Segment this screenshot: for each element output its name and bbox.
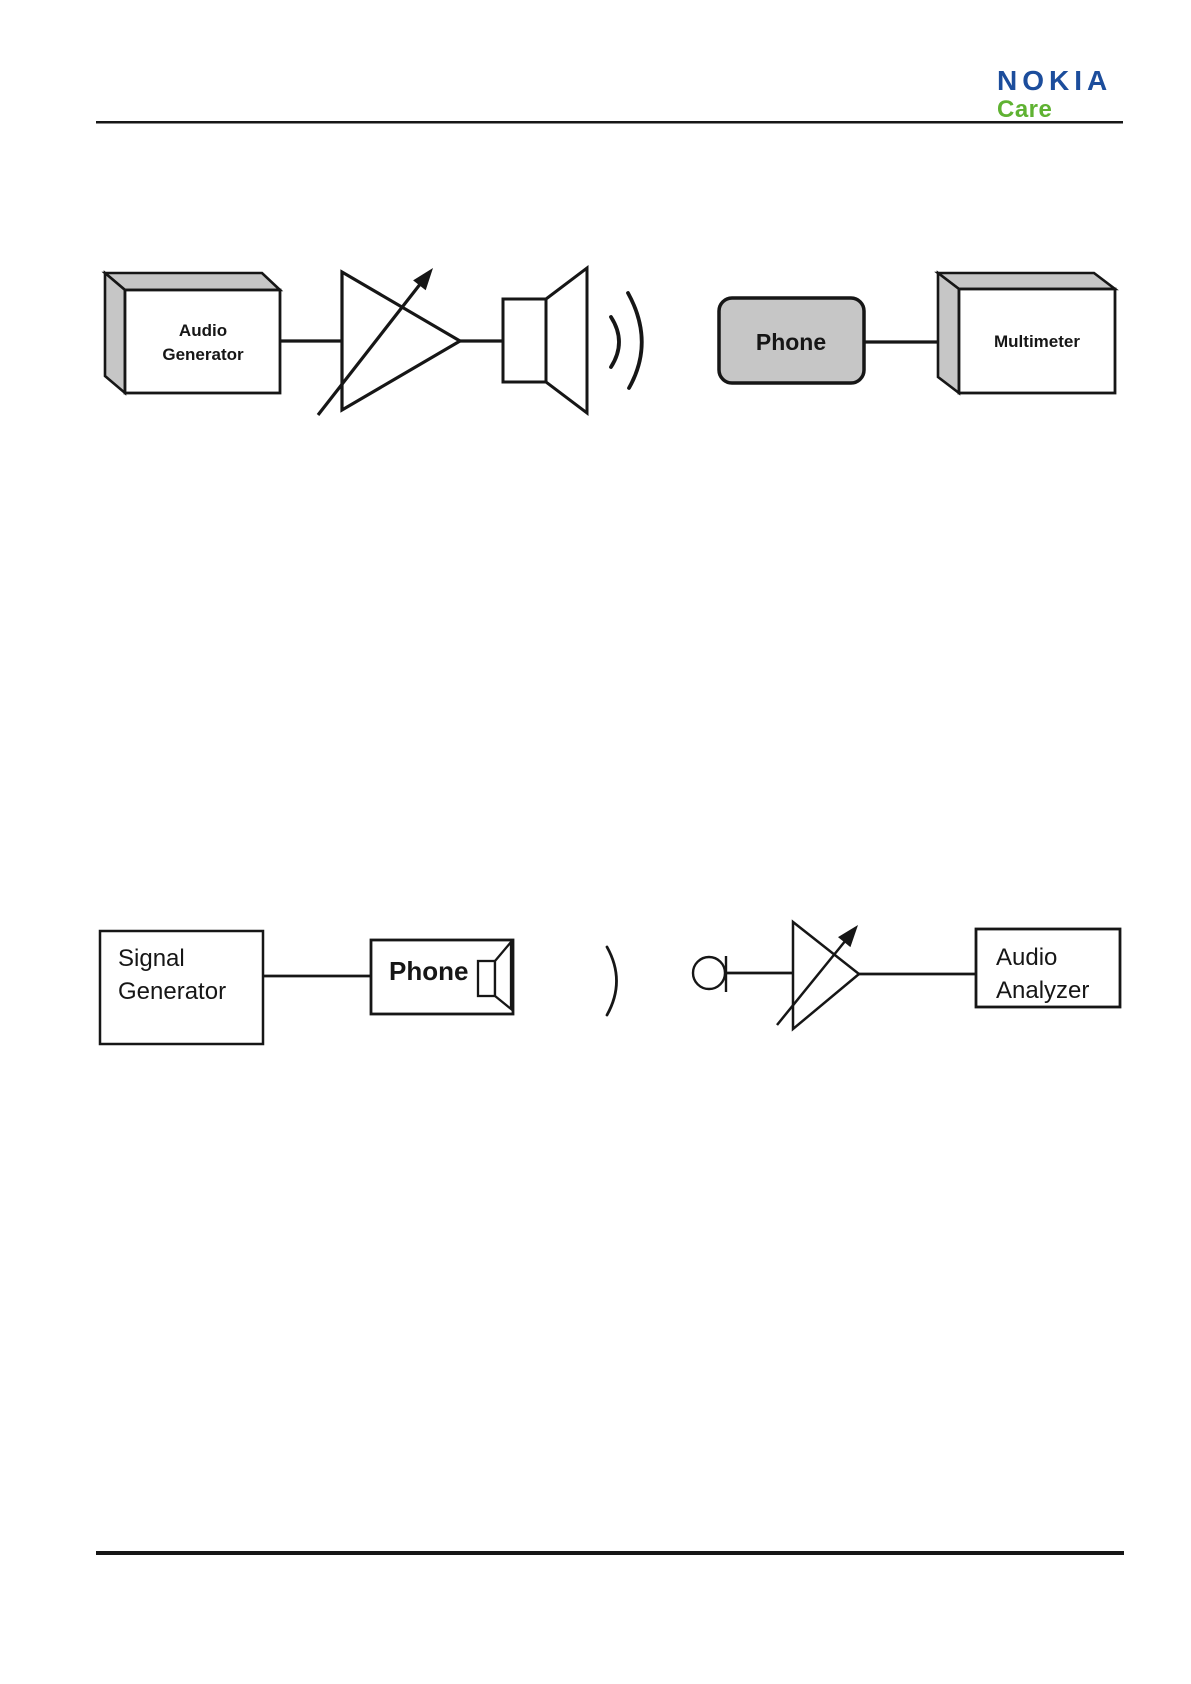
bottom-diagram: Signal Generator Phone xyxy=(98,919,1122,1046)
audio-generator-box: Audio Generator xyxy=(101,270,284,396)
amplifier-triangle xyxy=(340,269,464,413)
header: NOKIA Care xyxy=(96,65,1123,124)
audio-analyzer-label-line1: Audio xyxy=(996,944,1057,971)
audio-generator-label-line2: Generator xyxy=(162,345,244,364)
amplifier-gain-arrow-head xyxy=(413,268,433,291)
multimeter-box-left-face xyxy=(936,270,961,396)
speaker-cone xyxy=(544,264,589,417)
multimeter-box: Multimeter xyxy=(934,270,1119,396)
sound-wave-arc-icon xyxy=(605,945,618,1017)
phone-box-bottom: Phone xyxy=(369,938,515,1016)
phone-label-bottom: Phone xyxy=(389,956,468,986)
amplifier-icon-2 xyxy=(776,919,861,1032)
top-diagram: Audio Generator xyxy=(101,264,1119,417)
amplifier-2-gain-arrow-head xyxy=(838,925,858,948)
multimeter-label: Multimeter xyxy=(994,332,1080,351)
audio-analyzer-label-line2: Analyzer xyxy=(996,977,1089,1004)
audio-generator-label-line1: Audio xyxy=(179,321,227,340)
phone-earpiece-speaker-body xyxy=(476,959,497,998)
nokia-logo: NOKIA xyxy=(997,65,1112,96)
audio-analyzer-box-shape xyxy=(974,927,1122,1009)
sound-wave-arc-small xyxy=(609,315,621,369)
speaker-icon xyxy=(501,264,589,417)
phone-earpiece-speaker-icon xyxy=(476,938,513,1012)
audio-analyzer-box: Audio Analyzer xyxy=(974,927,1122,1009)
phone-box-top: Phone xyxy=(717,296,866,385)
header-rule xyxy=(96,121,1123,124)
signal-generator-label-line1: Signal xyxy=(118,945,185,972)
audio-generator-box-top-face xyxy=(101,271,284,292)
signal-generator-label-line2: Generator xyxy=(118,978,226,1005)
microphone-capsule xyxy=(691,955,727,991)
phone-earpiece-speaker-cone xyxy=(493,938,513,1012)
amplifier-2-triangle xyxy=(791,919,861,1032)
phone-label-top: Phone xyxy=(756,329,826,355)
multimeter-box-top-face xyxy=(934,271,1119,291)
amplifier-icon xyxy=(316,268,464,416)
speaker-body xyxy=(501,297,548,384)
signal-generator-box-shape xyxy=(98,929,265,1046)
microphone-icon xyxy=(691,955,728,992)
audio-generator-box-front-face xyxy=(123,288,282,395)
audio-generator-box-left-face xyxy=(103,270,127,396)
amplifier-2-gain-arrow-shaft xyxy=(776,939,847,1026)
sound-waves-icon xyxy=(609,291,644,390)
sound-wave-arc-large xyxy=(626,291,644,390)
amplifier-gain-arrow-shaft xyxy=(316,282,423,416)
multimeter-box-front-face xyxy=(957,287,1117,395)
signal-generator-box: Signal Generator xyxy=(98,929,265,1046)
footer-rule xyxy=(96,1551,1124,1555)
care-logo: Care xyxy=(997,96,1052,123)
